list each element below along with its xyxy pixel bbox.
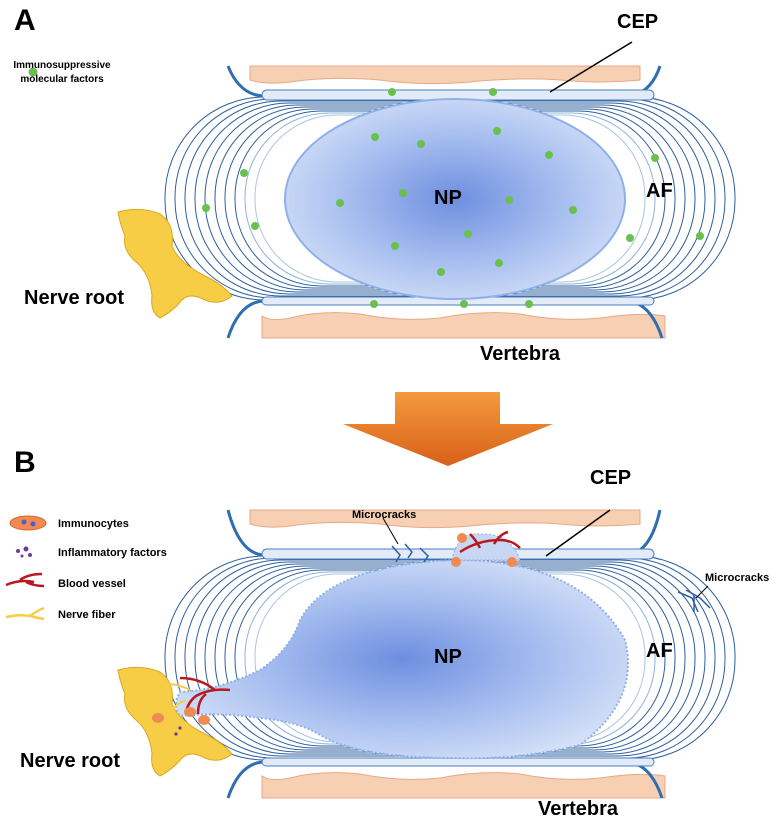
microcracks-right-pointer <box>695 585 709 599</box>
label-cep-a: CEP <box>617 11 658 33</box>
herniated-nucleus-pulposus <box>175 558 629 760</box>
label-nerve-root-b: Nerve root <box>20 750 120 772</box>
legend-nerve-fiber: Nerve fiber <box>58 609 116 621</box>
nerve-fiber-icon <box>5 606 45 621</box>
label-microcracks-right: Microcracks <box>705 572 769 584</box>
cep-pointer-a <box>549 41 633 93</box>
nucleus-pulposus <box>284 98 626 300</box>
microcracks-top-pointer <box>382 517 399 545</box>
label-np-b: NP <box>434 646 462 668</box>
legend-immunocytes: Immunocytes <box>58 518 129 530</box>
label-vertebra-b: Vertebra <box>538 798 619 820</box>
vertebra-bottom-b <box>261 772 666 799</box>
nerve-fibers-ingrowth <box>167 683 191 713</box>
label-af-a: AF <box>646 180 673 202</box>
legend-immunosuppressive-line2: molecular factors <box>20 74 104 85</box>
down-arrow-icon <box>343 392 553 466</box>
legend-immunosuppressive-line1: Immunosuppressive <box>13 60 111 71</box>
cep-pointer-b <box>545 509 611 557</box>
blood-vessels-endplate <box>459 530 521 554</box>
immunocytes-nerve-root <box>152 707 210 736</box>
vertebra-top-b <box>249 509 641 529</box>
label-af-b: AF <box>646 640 673 662</box>
label-nerve-root-a: Nerve root <box>24 287 124 309</box>
panel-b-letter: B <box>14 446 36 479</box>
label-np-a: NP <box>434 187 462 209</box>
panel-a-letter: A <box>14 4 36 37</box>
immunosuppressive-factor-dots <box>202 88 704 308</box>
label-cep-b: CEP <box>590 467 631 489</box>
panel-b: B Immunocytes Inflammatory factors Blood… <box>5 446 769 820</box>
label-vertebra-a: Vertebra <box>480 343 561 365</box>
legend-inflammatory-factors: Inflammatory factors <box>58 547 167 559</box>
vertebra-top <box>249 65 641 85</box>
nerve-root-a <box>117 208 233 319</box>
panel-a: A Immunosuppressive molecular factors <box>13 4 736 365</box>
microcracks-af <box>677 589 711 613</box>
green-dot-icon <box>28 67 38 77</box>
blood-vessel-icon <box>5 572 45 588</box>
legend-blood-vessel: Blood vessel <box>58 578 126 590</box>
immunocytes-endplate <box>451 533 517 567</box>
microcracks-endplate <box>391 543 429 563</box>
label-microcracks-top: Microcracks <box>352 509 416 521</box>
nerve-root-b <box>117 666 233 777</box>
inflammatory-factor-icon <box>16 546 32 558</box>
blood-vessels-nerve-root <box>179 676 231 715</box>
vertebra-bottom <box>261 312 666 339</box>
cartilage-endplate-bottom-b <box>261 757 655 767</box>
immunocyte-icon <box>9 515 47 531</box>
